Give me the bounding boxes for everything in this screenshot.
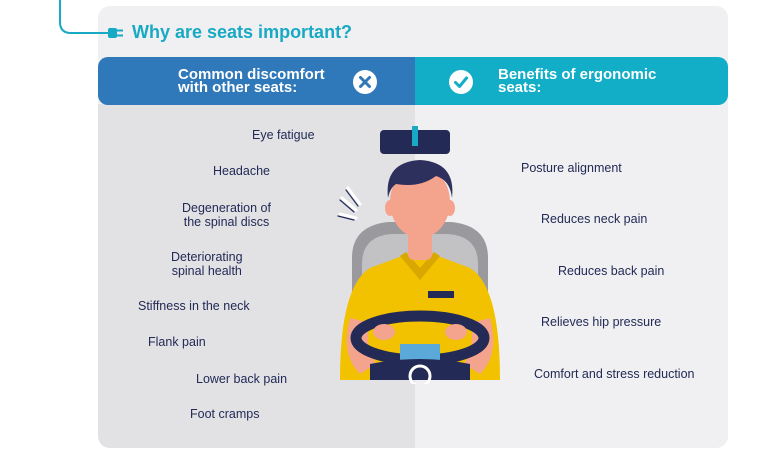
discomfort-item: Eye fatigue xyxy=(252,128,315,142)
benefits-header-line1: Benefits of ergonomic xyxy=(498,66,657,83)
discomfort-header-line2: with other seats: xyxy=(178,79,298,96)
plug-icon xyxy=(108,28,123,38)
discomfort-header-line1: Common discomfort xyxy=(178,66,325,83)
discomfort-item: Stiffness in the neck xyxy=(138,299,250,313)
section-title: Why are seats important? xyxy=(132,22,353,42)
discomfort-item: Lower back pain xyxy=(196,372,288,386)
benefit-item: Comfort and stress reduction xyxy=(534,367,695,381)
check-circle-icon xyxy=(449,70,473,94)
x-circle-icon xyxy=(353,70,377,94)
benefits-header-line2: seats: xyxy=(498,79,542,96)
benefit-item: Relieves hip pressure xyxy=(541,315,662,329)
benefit-item: Reduces neck pain xyxy=(541,212,648,226)
benefit-item: Posture alignment xyxy=(521,161,622,175)
discomfort-item: Headache xyxy=(213,164,270,178)
connector-line xyxy=(59,0,108,34)
discomfort-item: Foot cramps xyxy=(190,407,260,421)
benefit-item: Reduces back pain xyxy=(558,264,665,278)
discomfort-item: Flank pain xyxy=(148,335,206,349)
driver-illustration xyxy=(337,126,500,384)
